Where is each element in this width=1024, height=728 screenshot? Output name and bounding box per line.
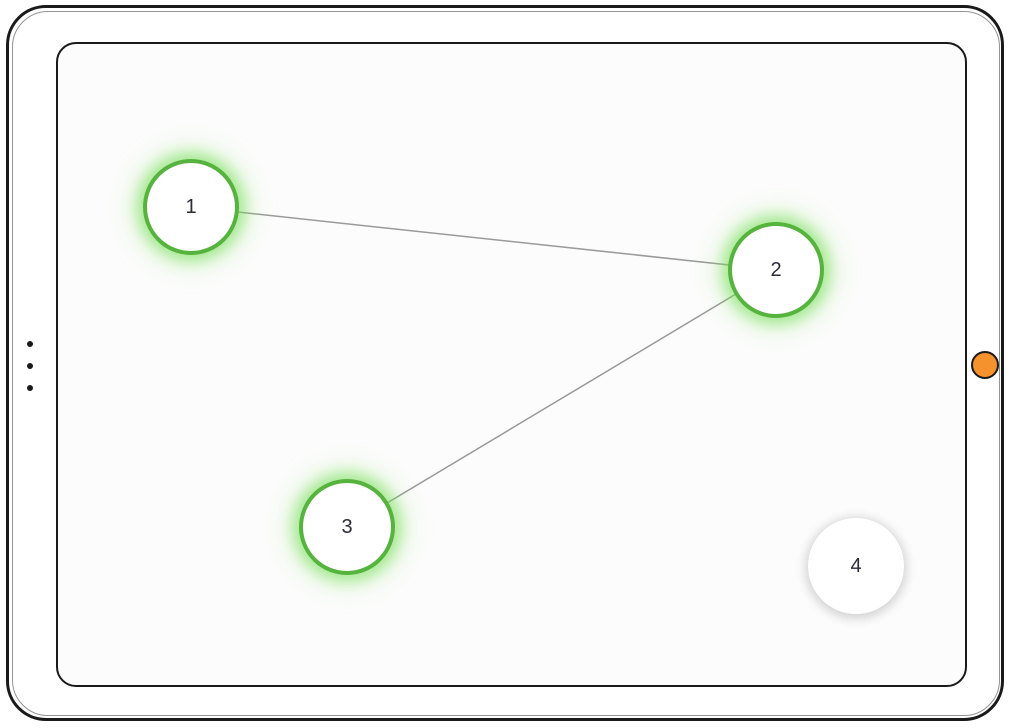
node-label: 4 [850,554,862,577]
graph-node-1[interactable]: 1 [143,159,239,255]
graph-node-2[interactable]: 2 [728,222,824,318]
graph-node-4[interactable]: 4 [808,518,904,614]
side-dot-icon [27,385,33,391]
graph-edge [190,206,777,271]
node-label: 1 [185,195,197,218]
graph-node-3[interactable]: 3 [299,479,395,575]
graph-edge [346,269,777,528]
side-dot-icon [27,341,33,347]
home-button-icon[interactable] [971,351,999,379]
node-label: 2 [770,258,782,281]
side-dot-icon [27,363,33,369]
node-label: 3 [341,515,353,538]
